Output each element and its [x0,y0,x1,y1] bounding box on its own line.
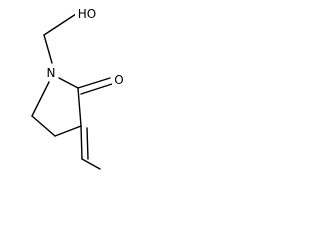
bond-c5-c4 [31,115,56,137]
bond-c3-c2 [77,87,82,127]
bond-ch2-oh [43,13,77,36]
bond-c3-ch2-2 [86,127,89,160]
bond-c2-n [58,77,79,89]
bond-n-ch2 [43,34,53,64]
molecule-structure: N HO O [31,6,126,170]
atom-n: N [47,66,56,80]
bond-c2-o-2 [80,83,113,95]
bond-c3-ch2-1 [80,125,83,160]
atom-ho: HO [78,7,96,21]
bond-c4-c3 [54,125,82,137]
bond-n-c5 [31,81,50,117]
bond-ch2-end [81,158,101,170]
bond-c2-o-1 [77,77,111,89]
atom-o: O [114,73,123,87]
